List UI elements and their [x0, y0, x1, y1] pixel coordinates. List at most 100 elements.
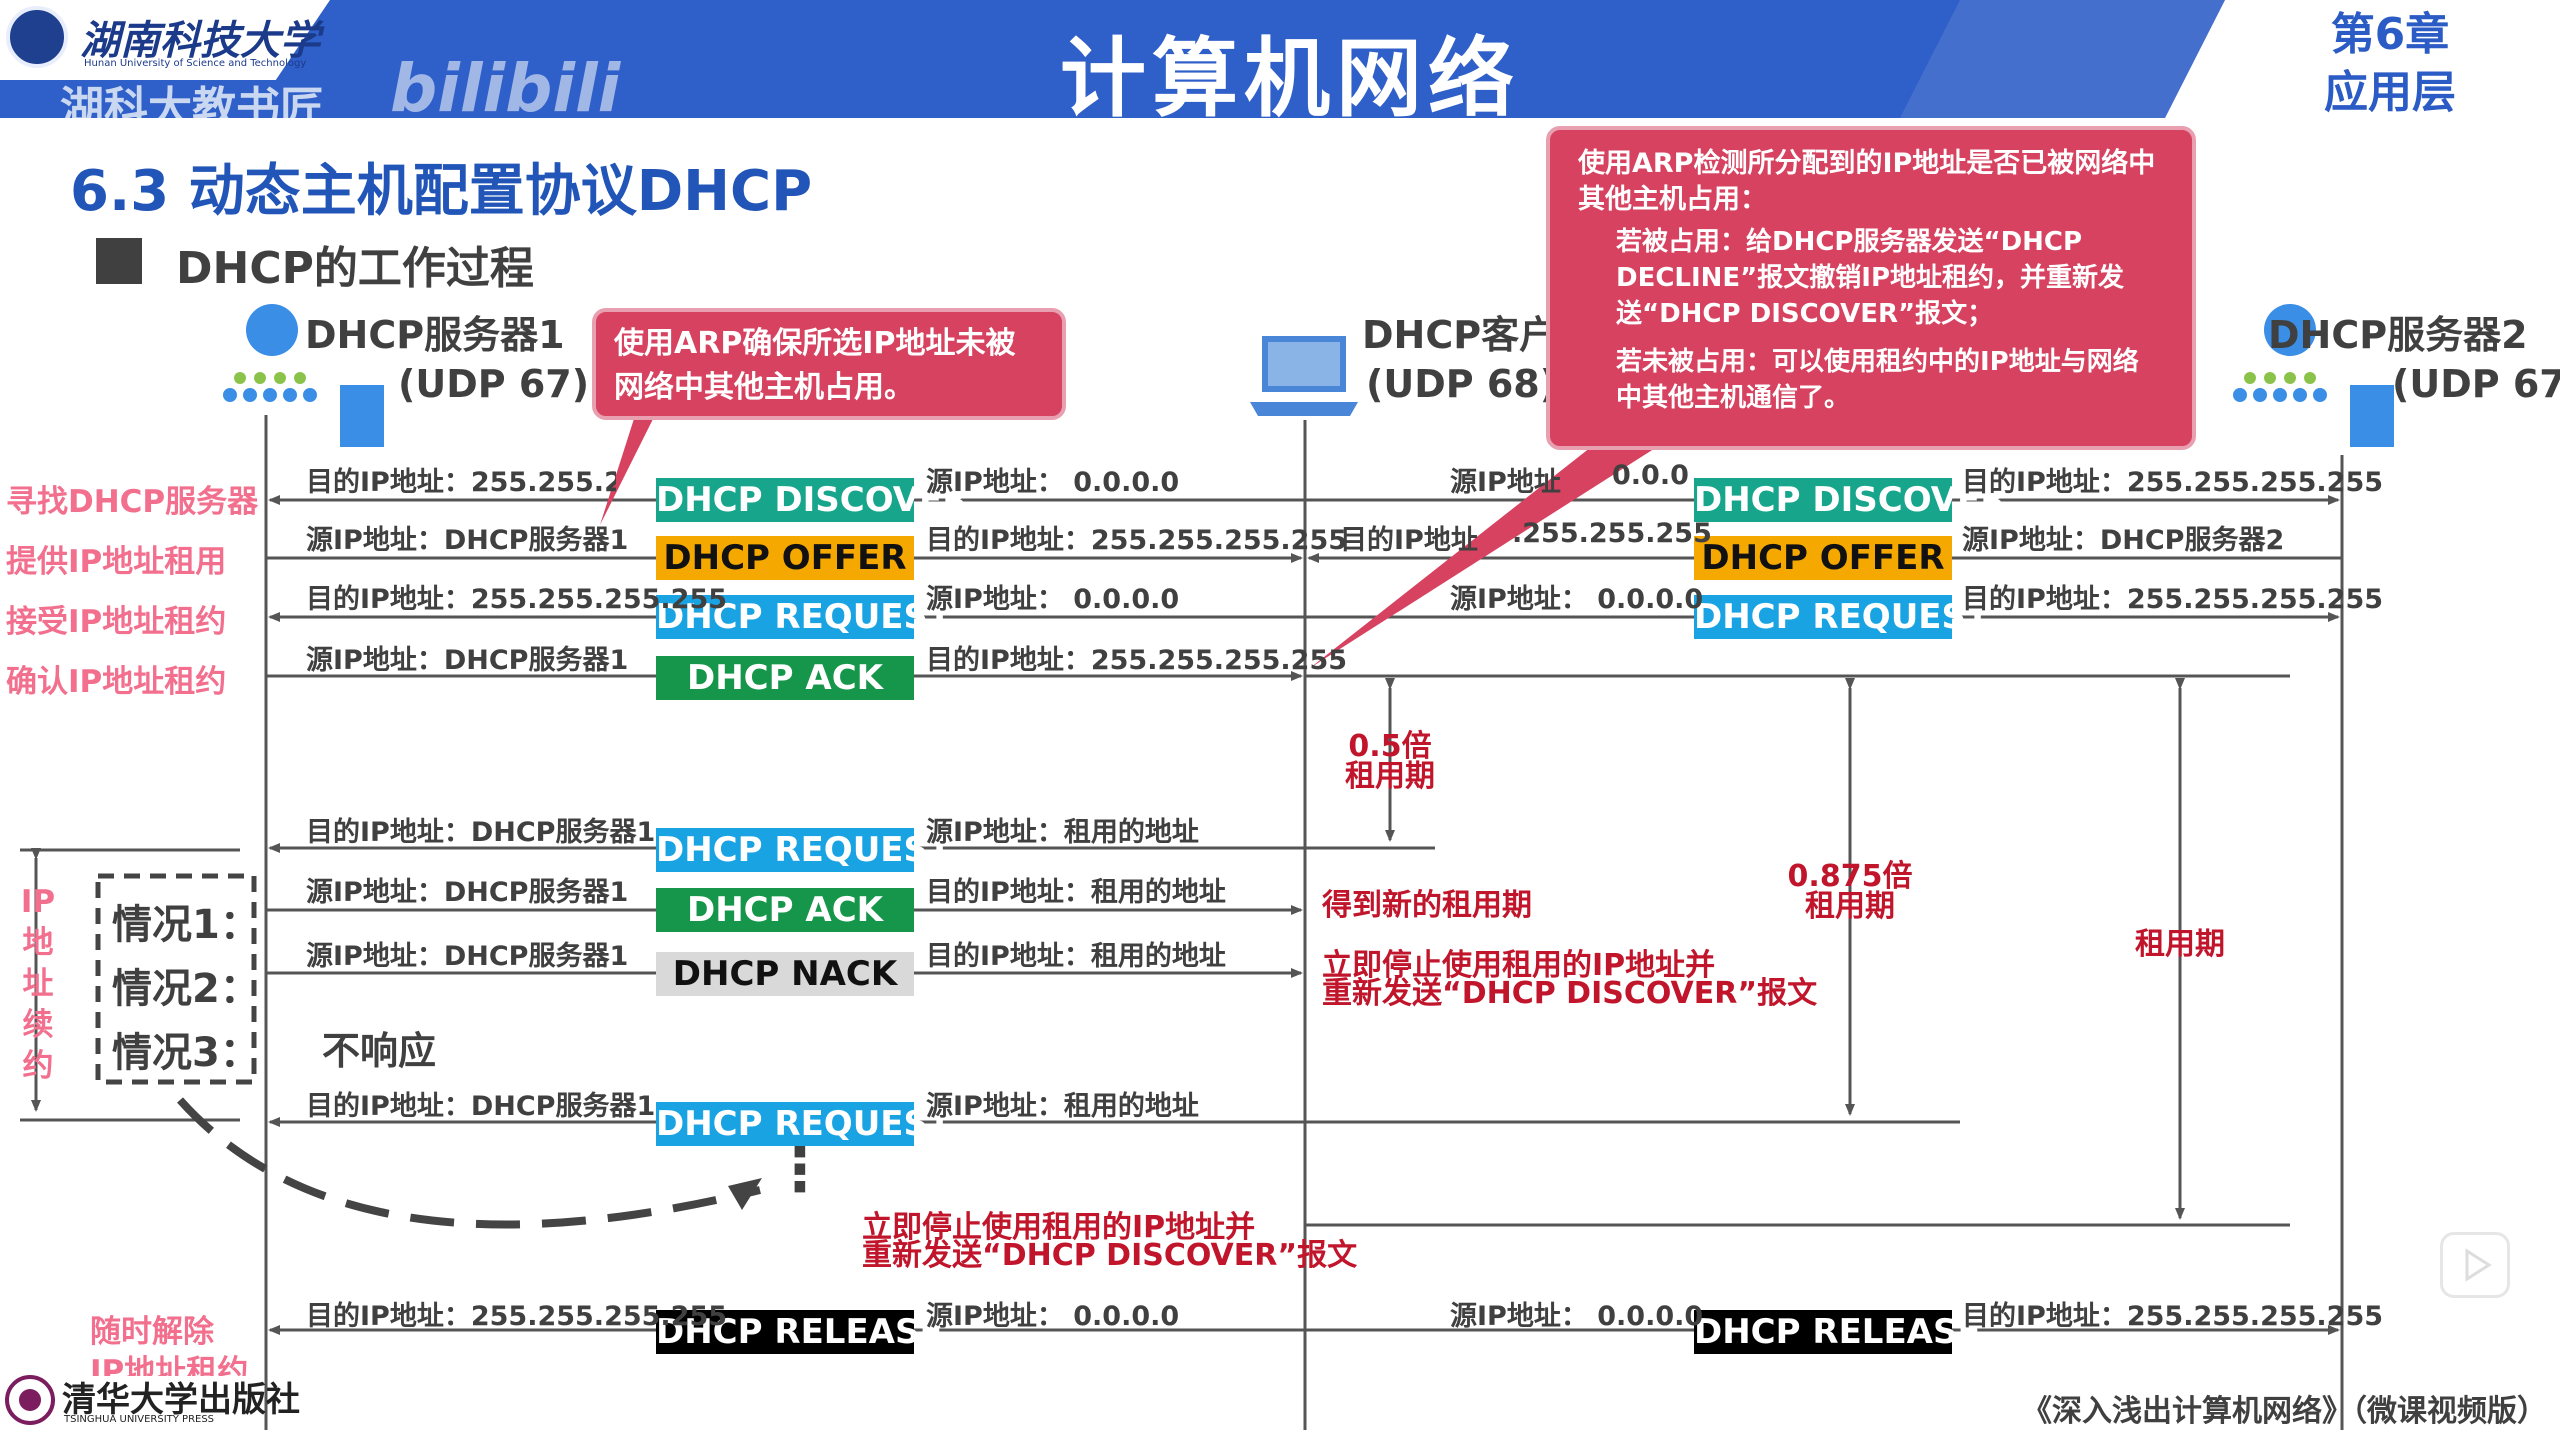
chapter-label: 第6章 应用层	[2320, 6, 2460, 122]
label-src-server1: 源IP地址：DHCP服务器1	[306, 941, 629, 972]
label-dst-broadcast: 目的IP地址：255.255.255.255	[1962, 1301, 2384, 1332]
msg-request-1: DHCP REQUEST	[656, 595, 952, 639]
phase-request: 接受IP地址租约	[6, 604, 227, 640]
university-name: 湖南科技大学	[80, 17, 320, 64]
label-dst-broadcast: 目的IP地址：255.255.255.255	[926, 525, 1348, 556]
label-src-server2: 源IP地址：DHCP服务器2	[1962, 525, 2285, 556]
label-src-server1: 源IP地址：DHCP服务器1	[306, 877, 629, 908]
label-src-leased: 源IP地址：租用的地址	[926, 1091, 1199, 1122]
course-title: 计算机网络	[1060, 29, 1520, 129]
label-dst-broadcast: 目的IP地址：255.255.255.2	[306, 467, 616, 498]
msg-nack: DHCP NACK	[656, 952, 914, 996]
label-dst-leased: 目的IP地址：租用的地址	[926, 941, 1226, 972]
renewal-char: IP	[20, 884, 56, 920]
client-laptop-icon	[1250, 336, 1358, 416]
no-response-label: 不响应	[322, 1029, 437, 1073]
label-src-zero: 源IP地址： 0.0.0.0	[926, 584, 1180, 615]
note-stop-line2: 重新发送“DHCP DISCOVER”报文	[862, 1238, 1358, 1273]
callout-occupied: 若被占用：给DHCP服务器发送“DHCP DECLINE”报文撤销IP地址租约，…	[1616, 227, 2125, 329]
server2-name: DHCP服务器2	[2268, 313, 2528, 357]
phase-release-line2: IP地址租约	[90, 1354, 249, 1376]
half-lease-label: 0.5倍 租用期	[1320, 732, 1460, 792]
label-src-zero: 源IP地址： 0.0.0.0	[926, 467, 1180, 498]
play-icon[interactable]	[2440, 1232, 2510, 1298]
chapter-number: 第6章	[2330, 9, 2450, 60]
msg-request-retry: DHCP REQUEST	[656, 1102, 952, 1146]
msg-discover-2: DHCP DISCOVER	[1694, 478, 2007, 522]
half-lease-unit: 租用期	[1345, 759, 1435, 794]
label-dst-broadcast: 目的IP地址：255.255.255.255	[1962, 467, 2384, 498]
msg-request-renew: DHCP REQUEST	[656, 828, 952, 872]
label-src-zero: 源IP地址： 0.0.0.0	[1450, 1301, 1704, 1332]
note-stop-line1: 立即停止使用租用的IP地址并	[1322, 948, 1716, 983]
phase-ack: 确认IP地址租约	[6, 664, 227, 700]
label-dst-leased: 目的IP地址：租用的地址	[926, 877, 1226, 908]
renewal-char: 址	[22, 966, 54, 1002]
bilibili-watermark: bilibili	[390, 50, 621, 127]
msg-ack-1: DHCP ACK	[656, 656, 914, 700]
label-dst-broadcast: 目的IP地址：255.255.255.255	[306, 1301, 728, 1332]
renewal-char: 约	[22, 1048, 54, 1084]
callout-head: 使用ARP检测所分配到的IP地址是否已被网络中其他主机占用：	[1578, 148, 2156, 215]
client-name: DHCP客户	[1362, 313, 1558, 357]
chapter-name: 应用层	[2324, 67, 2456, 118]
case-3: 情况3：	[112, 1030, 260, 1076]
phase-discover: 寻找DHCP服务器	[6, 484, 259, 520]
ellipsis: ⋮	[770, 1135, 830, 1205]
publisher-name: 清华大学出版社	[62, 1380, 300, 1420]
lease-period-label: 租用期	[2135, 927, 2225, 962]
callout-arp-detect: 使用ARP检测所分配到的IP地址是否已被网络中其他主机占用： 若被占用：给DHC…	[1546, 126, 2196, 450]
msg-request-2: DHCP REQUEST	[1694, 595, 1990, 639]
msg-release-2: DHCP RELEASE	[1694, 1310, 1981, 1354]
subtitle: DHCP的工作过程	[176, 243, 534, 294]
renewal-char: 地	[22, 925, 54, 961]
msg-discover-1: DHCP DISCOVER	[656, 478, 969, 522]
publisher-english: TSINGHUA UNIVERSITY PRESS	[64, 1414, 215, 1425]
note-stop-line1: 立即停止使用租用的IP地址并	[862, 1210, 1256, 1245]
label-src-truncated: 源IP地址	[1450, 467, 1561, 498]
university-logo	[6, 6, 68, 68]
note-stop-line2: 重新发送“DHCP DISCOVER”报文	[1322, 976, 1818, 1011]
phase-release-line1: 随时解除	[90, 1314, 214, 1350]
label-src-leased: 源IP地址：租用的地址	[926, 817, 1199, 848]
server1-port: (UDP 67)	[398, 362, 590, 406]
label-dst-broadcast: 目的IP地址：255.255.255.255	[306, 584, 728, 615]
case-2: 情况2：	[112, 966, 260, 1012]
label-src-server1: 源IP地址：DHCP服务器1	[306, 525, 629, 556]
server2-icon	[2233, 304, 2394, 447]
phase-renewal: IP 地 址 续 约	[18, 882, 58, 1087]
callout-arp-check: 使用ARP确保所选IP地址未被网络中其他主机占用。	[592, 308, 1066, 420]
publisher-seal-icon	[5, 1375, 55, 1425]
label-dst-broadcast: 目的IP地址：255.255.255.255	[1962, 584, 2384, 615]
bullet-square-icon	[96, 238, 142, 284]
label-dst-broadcast: 目的IP地址：255.255.255.255	[926, 645, 1348, 676]
section-title: 6.3 动态主机配置协议DHCP	[70, 159, 813, 224]
server1-icon	[223, 304, 384, 447]
msg-offer-1: DHCP OFFER	[656, 536, 914, 580]
label-dst-server1: 目的IP地址：DHCP服务器1	[306, 1091, 656, 1122]
university-english-name: Hunan University of Science and Technolo…	[84, 58, 307, 69]
server2-port: (UDP 67)	[2392, 362, 2560, 406]
label-src-zero: 源IP地址： 0.0.0.0	[1450, 584, 1704, 615]
case-1: 情况1：	[112, 902, 260, 948]
phase-offer: 提供IP地址租用	[6, 544, 227, 580]
label-dst-server1: 目的IP地址：DHCP服务器1	[306, 817, 656, 848]
header-banner	[0, 0, 2225, 118]
label-dst-truncated-value: .255.255.255	[1512, 518, 1712, 549]
half-lease-factor: 0.5倍	[1348, 729, 1432, 764]
channel-watermark: 湖科大教书匠	[60, 83, 324, 134]
seven-eighths-factor: 0.875倍	[1787, 859, 1913, 894]
label-src-server1: 源IP地址：DHCP服务器1	[306, 645, 629, 676]
server1-name: DHCP服务器1	[305, 313, 565, 357]
renewal-char: 续	[22, 1007, 54, 1043]
label-src-truncated-value: 0.0.0	[1612, 460, 1689, 491]
callout-free: 若未被占用：可以使用租约中的IP地址与网络中其他主机通信了。	[1616, 347, 2139, 413]
msg-offer-2: DHCP OFFER	[1694, 536, 1952, 580]
msg-release-1: DHCP RELEASE	[656, 1310, 943, 1354]
note-new-lease: 得到新的租用期	[1322, 888, 1532, 923]
client-port: (UDP 68)	[1366, 362, 1558, 406]
label-src-zero: 源IP地址： 0.0.0.0	[926, 1301, 1180, 1332]
seven-eighths-lease-label: 0.875倍 租用期	[1770, 862, 1930, 922]
label-dst-truncated: 目的IP地址	[1340, 525, 1478, 556]
